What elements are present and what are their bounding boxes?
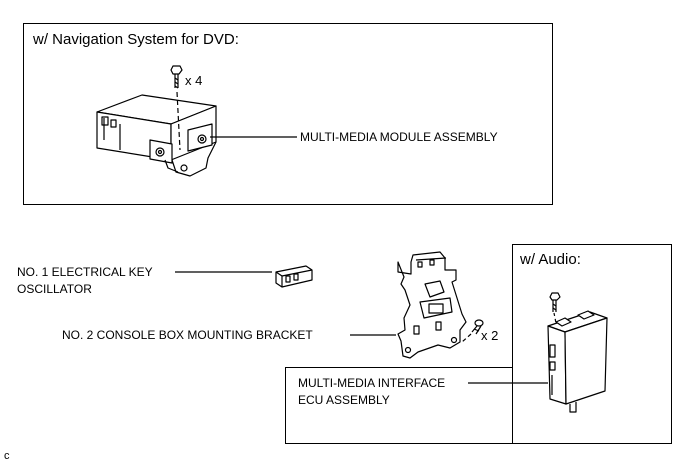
electrical-key-oscillator [275, 265, 313, 288]
multi-media-interface-ecu [547, 310, 608, 413]
module-label: MULTI-MEDIA MODULE ASSEMBLY [300, 130, 498, 144]
multi-media-module-assembly [96, 94, 217, 177]
screw-icon [471, 319, 484, 335]
audio-panel [512, 244, 672, 444]
nav-system-title: w/ Navigation System for DVD: [33, 31, 239, 48]
ecu-bolt-install-path [553, 312, 557, 324]
ecu-label-line2: ECU ASSEMBLY [298, 393, 390, 407]
audio-title: w/ Audio: [520, 251, 581, 268]
ecu-label-line1: MULTI-MEDIA INTERFACE [298, 376, 446, 390]
ecu-label-panel [285, 367, 513, 444]
figure-code: c [4, 450, 10, 462]
screw-quantity: x 2 [481, 328, 499, 343]
key-oscillator-label-line2: OSCILLATOR [17, 282, 92, 296]
ecu-bolt-icon [549, 292, 561, 312]
bolt-quantity: x 4 [185, 73, 203, 88]
key-oscillator-label-line1: NO. 1 ELECTRICAL KEY [17, 265, 153, 279]
bolt-install-path [176, 91, 181, 151]
nav-system-panel [23, 23, 553, 205]
bracket-label: NO. 2 CONSOLE BOX MOUNTING BRACKET [62, 328, 313, 342]
bolt-icon [170, 65, 183, 89]
console-box-mounting-bracket [397, 251, 467, 359]
screw-install-path [461, 333, 472, 343]
